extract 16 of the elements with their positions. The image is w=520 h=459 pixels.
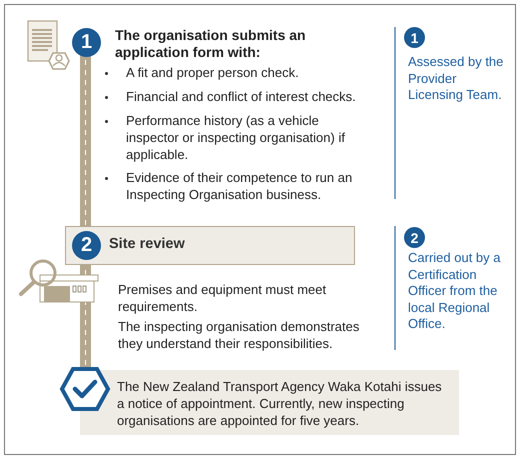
note-text: Assessed by the Provider Licensing Team. <box>408 54 504 104</box>
step-box <box>65 226 355 265</box>
step-number-badge: 1 <box>72 28 101 57</box>
step-title: Site review <box>109 236 185 252</box>
note-text: Carried out by a Certification Officer from the local Regional Office. <box>408 250 502 332</box>
bullet-item: Financial and conflict of interest checks. <box>103 88 373 105</box>
bullet-item: Performance history (as a vehicle inspector or inspecting organisation) if applicable. <box>103 112 373 163</box>
bullet-item: Evidence of their competence to run an Inspecting Organisation business. <box>103 169 373 203</box>
paragraph-text: The inspecting organisation demonstrates they understand their responsibilities. <box>118 318 360 352</box>
notice-panel: The New Zealand Transport Agency Waka Kotahi issues a notice of appointment. Currently, new inspecting organisations are appointed for five years. <box>80 370 459 435</box>
paragraph-text: Premises and equipment must meet requirements. <box>118 281 328 315</box>
step-heading: The organisation submits an application form with: <box>115 27 307 61</box>
step-number-badge: 1 <box>404 27 425 48</box>
step-number-badge: 2 <box>404 227 425 248</box>
bullet-item: A fit and proper person check. <box>103 64 373 81</box>
step-number-badge: 2 <box>72 231 101 260</box>
